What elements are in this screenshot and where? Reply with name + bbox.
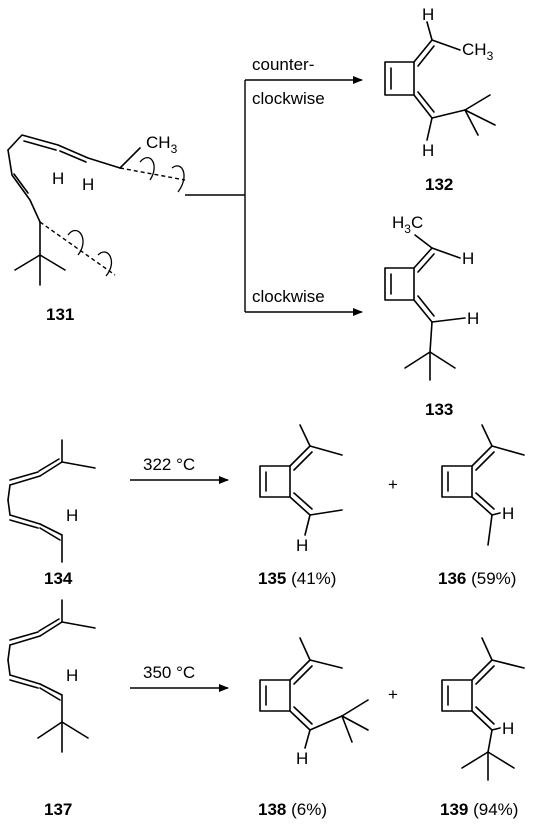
condition-clockwise: clockwise — [252, 287, 325, 306]
compound-138-structure — [259, 637, 369, 749]
product-136-caption: 136 (59%) — [438, 569, 516, 588]
h-atom-132-top: H — [422, 5, 434, 24]
compound-label-131: 131 — [46, 305, 74, 324]
ch3-label-131: CH3 — [146, 133, 178, 156]
h-atom-133-bottom: H — [467, 309, 479, 328]
compound-label-132: 132 — [425, 175, 453, 194]
product-135-caption: 135 (41%) — [258, 569, 336, 588]
plus-sign-2: + — [388, 475, 398, 494]
h-atom-131-top: H — [82, 175, 94, 194]
rotation-arrow-1 — [139, 157, 155, 181]
h-atom-138: H — [296, 749, 308, 768]
compound-136-structure — [441, 424, 525, 546]
compound-132-structure — [384, 21, 496, 141]
compound-131-structure — [7, 134, 186, 286]
compound-134-structure — [7, 439, 96, 563]
compound-137-structure — [7, 599, 96, 753]
h-atom-135: H — [296, 536, 308, 555]
compound-label-137: 137 — [44, 800, 72, 819]
compound-133-structure — [384, 234, 466, 381]
ch3-label-132: CH3 — [462, 40, 494, 63]
h-atom-139: H — [502, 719, 514, 738]
condition-counter-line1: counter- — [252, 55, 314, 74]
h3c-label-133: H3C — [392, 213, 423, 236]
h-atom-136: H — [502, 504, 514, 523]
condition-350: 350 °C — [143, 663, 195, 682]
h-atom-132-bottom: H — [422, 141, 434, 160]
h-atom-133-top: H — [462, 249, 474, 268]
branch-arrow — [185, 76, 363, 316]
product-138-caption: 138 (6%) — [258, 800, 327, 819]
product-139-caption: 139 (94%) — [440, 800, 518, 819]
compound-139-structure — [441, 637, 525, 781]
condition-counter-line2: clockwise — [252, 89, 325, 108]
h-atom-137: H — [66, 666, 78, 685]
condition-322: 322 °C — [143, 455, 195, 474]
compound-label-133: 133 — [425, 400, 453, 419]
h-atom-131-mid: H — [52, 169, 64, 188]
plus-sign-3: + — [388, 685, 398, 704]
compound-135-structure — [259, 424, 343, 536]
compound-label-134: 134 — [44, 569, 73, 588]
h-atom-134: H — [66, 506, 78, 525]
